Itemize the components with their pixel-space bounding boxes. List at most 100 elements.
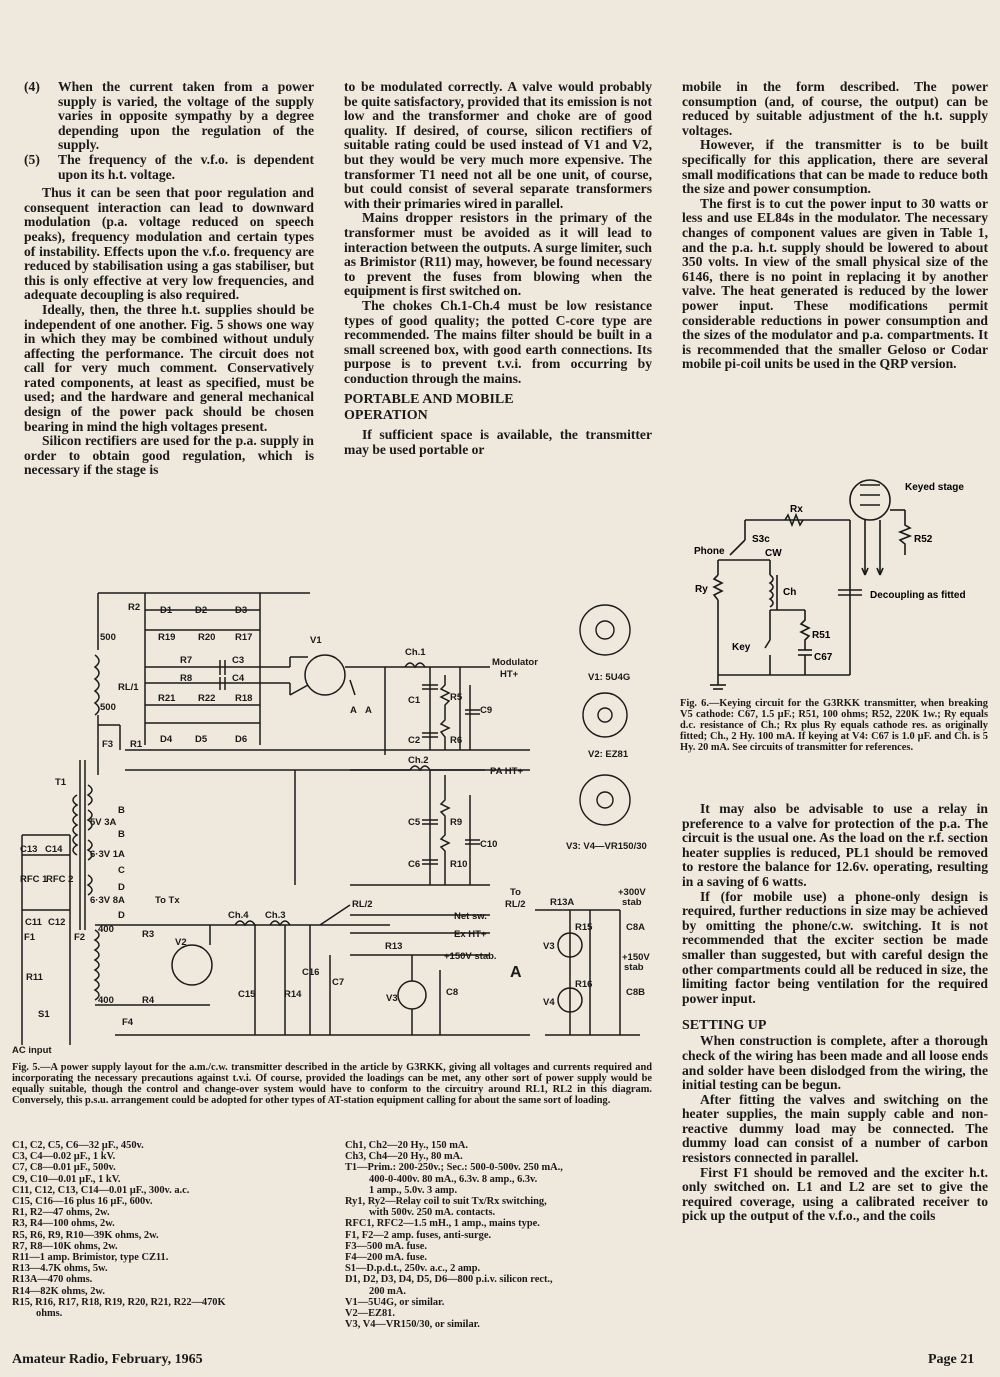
label: A: [350, 705, 357, 716]
parts-list-item: R13—4.7K ohms, 5w.: [12, 1263, 108, 1275]
parts-list-right: Ch1, Ch2—20 Hy., 150 mA.Ch3, Ch4—20 Hy.,…: [345, 1140, 665, 1330]
label: HT+: [500, 669, 519, 680]
label: C8A: [626, 922, 645, 933]
label: Ch.1: [405, 647, 426, 658]
list-item: (5)The frequency of the v.f.o. is depend…: [24, 151, 314, 182]
label-key: Key: [732, 642, 751, 653]
label: Ex HT+: [454, 929, 487, 940]
label-c67: C67: [814, 652, 833, 663]
label-rx: Rx: [790, 504, 803, 515]
label: RL/2: [352, 899, 373, 910]
label: 5V 3A: [90, 817, 117, 828]
column-3-lower: It may also be advisable to use a relay …: [682, 801, 988, 1224]
parts-list-item: RFC1, RFC2—1.5 mH., 1 amp., mains type.: [345, 1218, 540, 1230]
label: R21: [158, 693, 176, 704]
parts-list-item: C7, C8—0.01 µF., 500v.: [12, 1162, 116, 1174]
label: R8: [180, 673, 192, 684]
label: C13: [20, 844, 37, 855]
column-1: (4)When the current taken from a power s…: [24, 79, 314, 478]
column-3: mobile in the form described. The power …: [682, 79, 988, 372]
label: R7: [180, 655, 192, 666]
parts-list-item: R11—1 amp. Brimistor, type CZ11.: [12, 1252, 169, 1264]
label: V1: 5U4G: [588, 672, 630, 683]
label: R17: [235, 632, 252, 643]
parts-list-item: C3, C4—0.02 µF., 1 kV.: [12, 1151, 116, 1163]
fig5-caption: Fig. 5.—A power supply layout for the a.…: [12, 1062, 652, 1106]
label: B: [118, 829, 125, 840]
label: Net sw.: [454, 911, 487, 922]
paragraph: mobile in the form described. The power …: [682, 79, 988, 138]
label: stab: [624, 962, 644, 973]
section-heading: PORTABLE AND MOBILE OPERATION: [344, 392, 514, 424]
label: F4: [122, 1017, 134, 1028]
label: V3: V4—VR150/30: [566, 841, 647, 852]
label: +150V: [622, 952, 650, 963]
parts-list-item: S1—D.p.d.t., 250v. a.c., 2 amp.: [345, 1263, 481, 1275]
page-number: Page 21: [928, 1352, 975, 1367]
parts-list-item: R3, R4—100 ohms, 2w.: [12, 1218, 115, 1230]
paragraph: First F1 should be removed and the excit…: [682, 1164, 988, 1224]
parts-list-item: F1, F2—2 amp. fuses, anti-surge.: [345, 1229, 492, 1241]
parts-list-item: F4—200 mA. fuse.: [345, 1252, 427, 1264]
label: C10: [480, 839, 497, 850]
label: 500: [100, 702, 116, 713]
label: D5: [195, 734, 208, 745]
paragraph: The first is to cut the power input to 3…: [682, 195, 988, 372]
label: Ch.2: [408, 755, 429, 766]
label: RFC 1: [20, 874, 48, 885]
label: Ch.4: [228, 910, 249, 921]
label: 500: [100, 632, 116, 643]
parts-list-item: C9, C10—0.01 µF., 1 kV.: [12, 1173, 121, 1185]
label: R2: [128, 602, 140, 613]
label: R9: [450, 817, 462, 828]
parts-list-item: R7, R8—10K ohms, 2w.: [12, 1240, 118, 1252]
label: C8: [446, 987, 458, 998]
label: R22: [198, 693, 215, 704]
paragraph: The chokes Ch.1-Ch.4 must be low resista…: [344, 297, 652, 386]
parts-list-item: R14—82K ohms, 2w.: [12, 1285, 105, 1297]
parts-list-item: F3—500 mA. fuse.: [345, 1240, 427, 1252]
fig6-caption: Fig. 6.—Keying circuit for the G3RKK tra…: [680, 698, 988, 753]
paragraph: When construction is complete, after a t…: [682, 1033, 988, 1093]
label: C16: [302, 967, 319, 978]
list-item: (4)When the current taken from a power s…: [24, 79, 314, 153]
paragraph: After fitting the valves and switching o…: [682, 1091, 988, 1166]
label: Ch.3: [265, 910, 286, 921]
label: D6: [235, 734, 247, 745]
parts-list-item: V1—5U4G, or similar.: [345, 1296, 445, 1308]
label: C8B: [626, 987, 645, 998]
label: V1: [310, 635, 322, 646]
parts-list-item: R5, R6, R9, R10—39K ohms, 2w.: [12, 1229, 159, 1241]
fig5-power-supply-schematic: R2 D1 D2 D3 R19 R20 R17 R7 C3 R8 C4 R21 …: [12, 592, 650, 1056]
label: F3: [102, 739, 113, 750]
label: 6·3V 8A: [90, 895, 125, 906]
label: RL/1: [118, 682, 139, 693]
label: R11: [26, 972, 44, 983]
label: R14: [284, 989, 302, 1000]
footer-left: Amateur Radio, February, 1965: [12, 1352, 203, 1367]
label: stab: [622, 897, 642, 908]
label: 400: [98, 924, 114, 935]
label: R5: [450, 692, 463, 703]
label: D: [118, 882, 125, 893]
label: D3: [235, 605, 247, 616]
parts-list-item: V2—EZ81.: [345, 1308, 395, 1320]
label: D2: [195, 605, 207, 616]
label: V2: [175, 937, 187, 948]
label: 6·3V 1A: [90, 849, 125, 860]
label: R3: [142, 929, 154, 940]
parts-list-item: 1 amp., 5.0v. 3 amp.: [369, 1184, 458, 1196]
parts-list-item: 400-0-400v. 80 mA., 6.3v. 8 amp., 6.3v.: [369, 1173, 538, 1185]
parts-list-item: R13A—470 ohms.: [12, 1274, 93, 1286]
label: R13A: [550, 897, 574, 908]
label: V3: [543, 941, 555, 952]
paragraph: to be modulated correctly. A valve would…: [344, 79, 652, 211]
label: RL/2: [505, 899, 526, 910]
label-decoupling: Decoupling as fitted: [870, 590, 966, 601]
label: C: [118, 865, 125, 876]
label: R6: [450, 735, 462, 746]
label: F2: [74, 932, 85, 943]
label-ry: Ry: [695, 584, 708, 595]
label: D4: [160, 734, 173, 745]
label: F1: [24, 932, 36, 943]
